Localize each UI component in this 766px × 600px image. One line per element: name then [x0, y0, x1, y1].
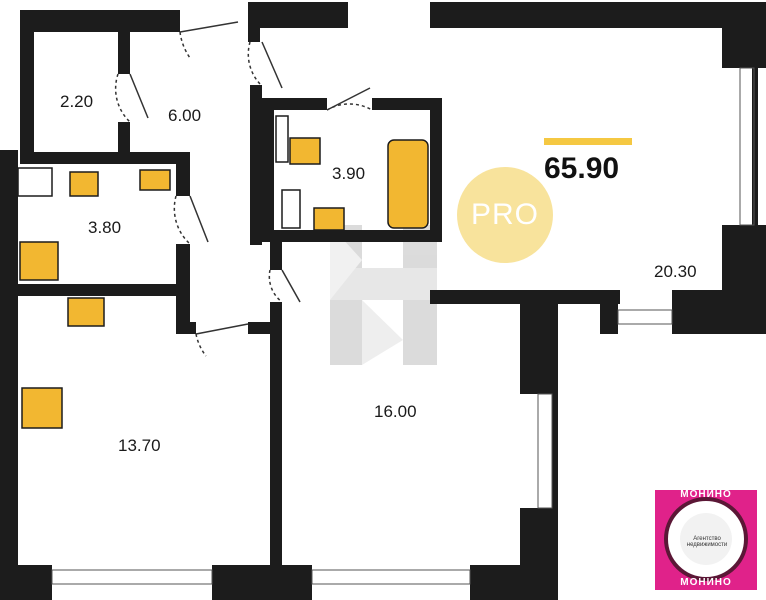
logo-ring: [664, 497, 748, 581]
kitchen-sink: [67, 297, 105, 327]
room-area-hall: 6.00: [168, 106, 202, 125]
washer: [281, 189, 301, 229]
bathtub: [387, 139, 429, 229]
stove: [21, 387, 63, 429]
windows: [51, 67, 755, 585]
sink-fixture-2: [313, 207, 345, 231]
room-area-bathroom: 3.90: [332, 164, 366, 183]
doors: [114, 21, 373, 357]
pro-badge: PRO: [457, 167, 553, 263]
total-area: 65.90: [544, 152, 620, 185]
toilet-fixture-2: [289, 137, 321, 165]
toilet-fixture: [69, 171, 99, 197]
room-area-storage: 2.20: [60, 92, 94, 111]
house-icon: [680, 513, 732, 565]
room-area-toilet: 3.80: [88, 218, 122, 237]
shower-tray: [19, 241, 59, 281]
watermark-logo: [330, 225, 437, 365]
total-area-accent-bar: [544, 138, 632, 145]
shelf: [275, 115, 289, 163]
agency-logo: МОНИНО Агентство недвижимости МОНИНО: [655, 489, 757, 590]
logo-caption: Агентство недвижимости: [686, 536, 728, 548]
room-area-kitchen: 13.70: [118, 436, 161, 455]
logo-bottom-text: МОНИНО: [680, 577, 732, 588]
cabinet: [17, 167, 53, 197]
fixtures: [17, 115, 429, 429]
logo-top-text: МОНИНО: [680, 489, 732, 500]
room-area-living: 20.30: [654, 262, 697, 281]
room-area-bedroom: 16.00: [374, 402, 417, 421]
sink-fixture: [139, 169, 171, 191]
